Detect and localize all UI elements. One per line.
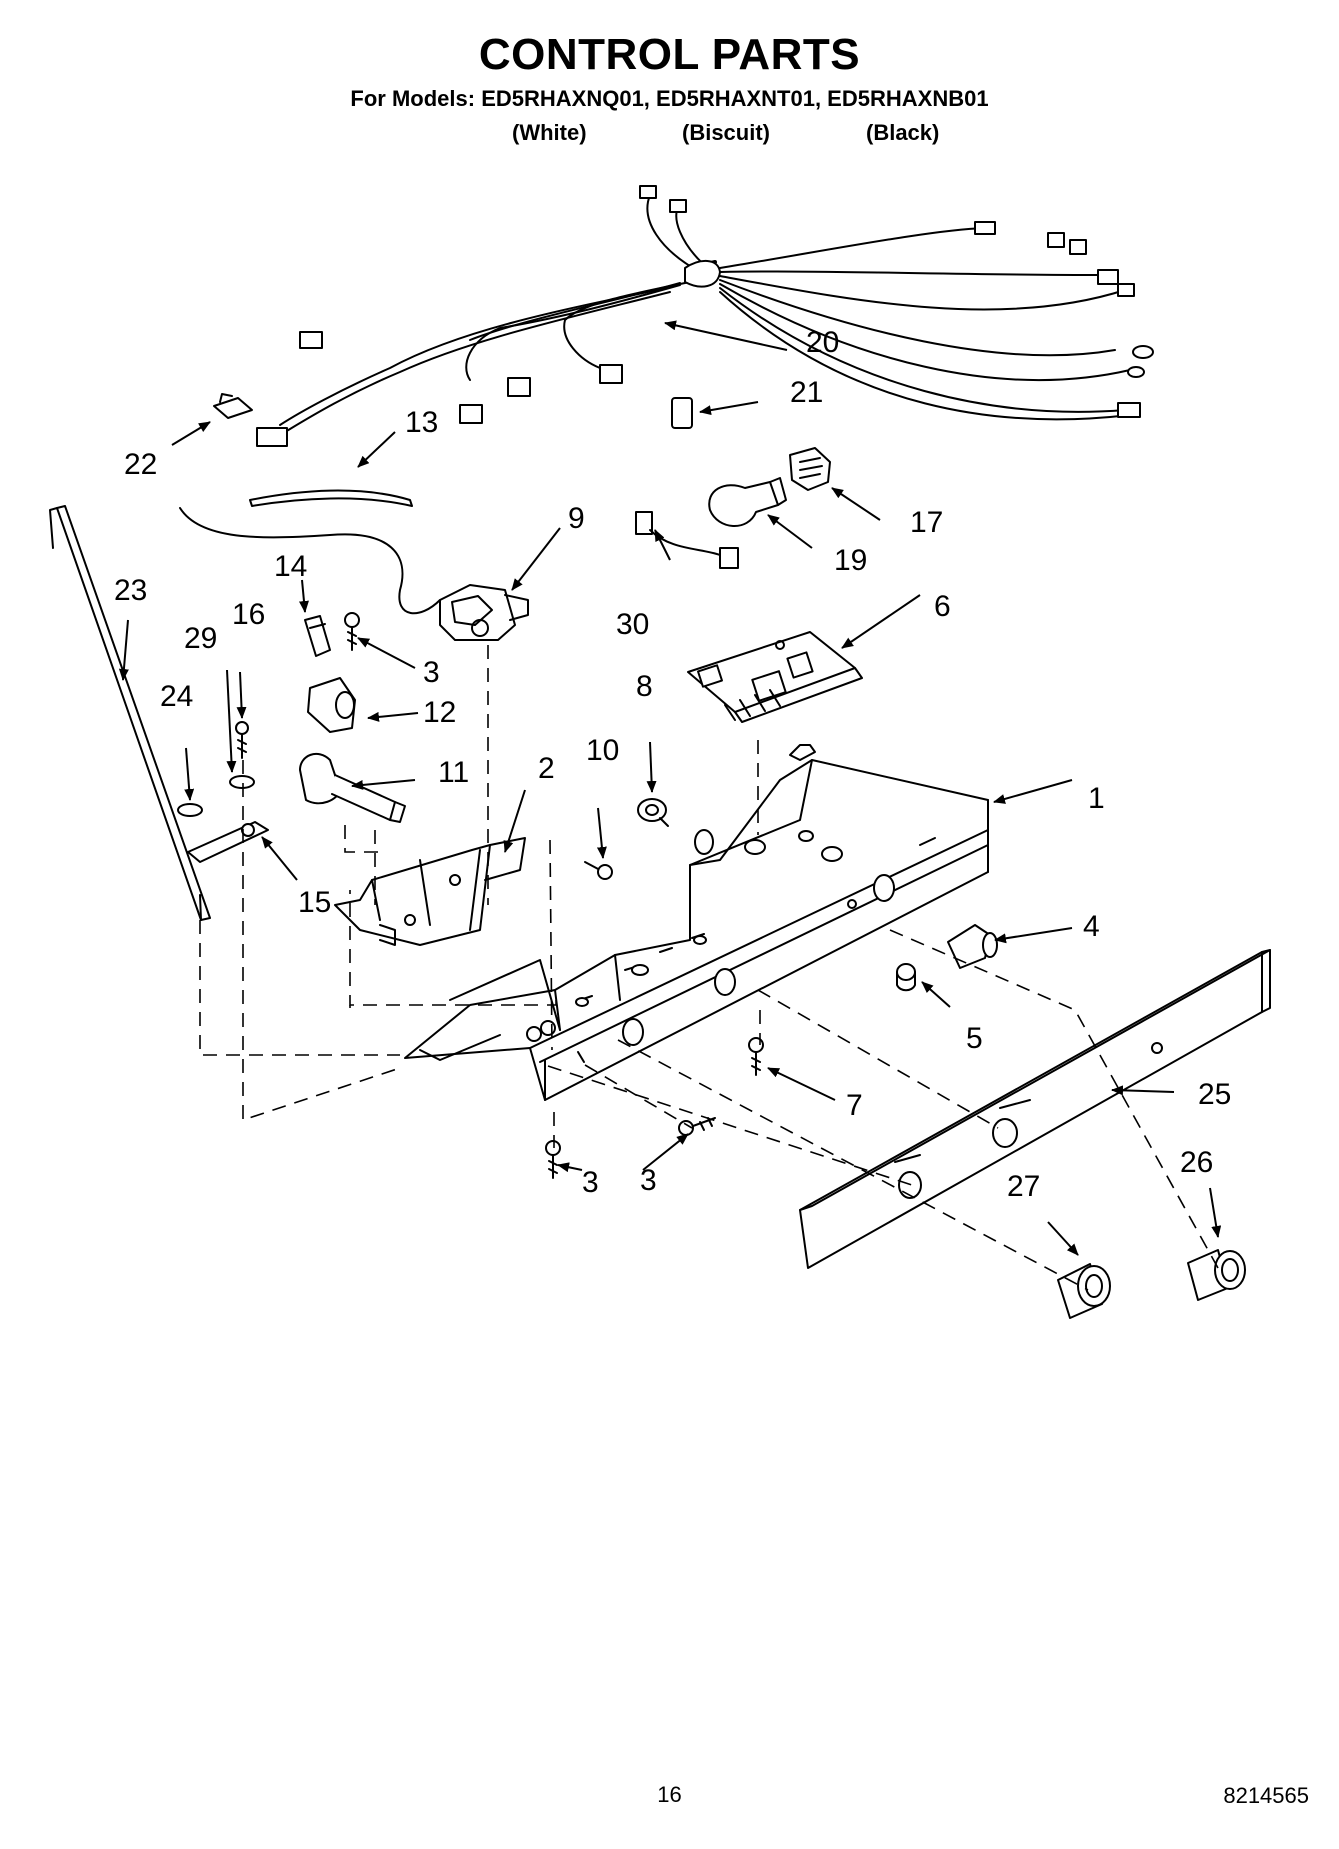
sealing-tube (249, 489, 413, 507)
control-housing (404, 744, 989, 1101)
wiring-harness (256, 185, 1154, 447)
color-label-white: (White) (512, 120, 587, 145)
callout-14: 14 (274, 550, 307, 583)
document-number: 8214565 (1223, 1783, 1309, 1808)
switch (304, 615, 331, 657)
callout-labels: 1 2 3 3 3 4 5 6 7 8 9 10 11 12 13 14 15 … (114, 326, 1231, 1203)
model-list: For Models: ED5RHAXNQ01, ED5RHAXNT01, ED… (350, 86, 989, 111)
callout-9: 9 (568, 502, 585, 535)
callout-1: 1 (1088, 782, 1105, 815)
callout-10: 10 (586, 734, 619, 767)
callout-2: 2 (538, 752, 555, 785)
lamp-socket (789, 447, 831, 491)
callout-15: 15 (298, 886, 331, 919)
callout-3a: 3 (423, 656, 440, 689)
callout-13: 13 (405, 406, 438, 439)
screw-10 (584, 861, 613, 880)
callout-19: 19 (834, 544, 867, 577)
callout-4: 4 (1083, 910, 1100, 943)
rod (49, 505, 211, 921)
screw-lower-b (545, 1140, 561, 1179)
page-title: CONTROL PARTS (478, 30, 861, 79)
light-bulb (708, 477, 787, 527)
control-board (687, 631, 863, 723)
knob-26 (1187, 1249, 1246, 1301)
callout-21: 21 (790, 376, 823, 409)
callout-23: 23 (114, 574, 147, 607)
screw-7 (748, 1037, 764, 1076)
button-5 (896, 963, 916, 992)
callout-24: 24 (160, 680, 193, 713)
page-number: 16 (657, 1782, 682, 1807)
callout-22: 22 (124, 448, 157, 481)
callout-29: 29 (184, 622, 217, 655)
capillary-tube (179, 507, 441, 615)
grommet (637, 798, 669, 827)
callout-5: 5 (966, 1022, 983, 1055)
callout-11: 11 (438, 756, 469, 789)
callout-3c: 3 (582, 1166, 599, 1199)
assembly-lines (199, 645, 1219, 1291)
control-shaft (299, 752, 406, 823)
knob-27 (1057, 1263, 1111, 1319)
callout-7: 7 (846, 1089, 863, 1122)
callout-3b: 3 (640, 1164, 657, 1197)
screw-lower-a (678, 1117, 716, 1136)
switch-4 (947, 924, 998, 969)
mounting-bracket (334, 837, 526, 946)
color-label-black: (Black) (866, 120, 940, 145)
arm-15 (187, 821, 269, 863)
thermostat-bracket (307, 677, 356, 733)
leader-arrows (118, 320, 1222, 1256)
clip (213, 393, 253, 419)
callout-17: 17 (910, 506, 943, 539)
screw-upper (344, 612, 360, 651)
callout-26: 26 (1180, 1146, 1213, 1179)
callout-8: 8 (636, 670, 653, 703)
callout-16: 16 (232, 598, 265, 631)
harness-clip (671, 397, 693, 429)
color-label-biscuit: (Biscuit) (682, 120, 770, 145)
washer-24 (177, 803, 203, 817)
callout-30: 30 (616, 608, 649, 641)
callout-6: 6 (934, 590, 951, 623)
callout-12: 12 (423, 696, 456, 729)
washer-29 (229, 775, 255, 789)
callout-20: 20 (806, 326, 839, 359)
thermostat (439, 584, 529, 641)
front-panel (799, 949, 1271, 1269)
callout-25: 25 (1198, 1078, 1231, 1111)
callout-27: 27 (1007, 1170, 1040, 1203)
screw-16 (235, 721, 249, 759)
